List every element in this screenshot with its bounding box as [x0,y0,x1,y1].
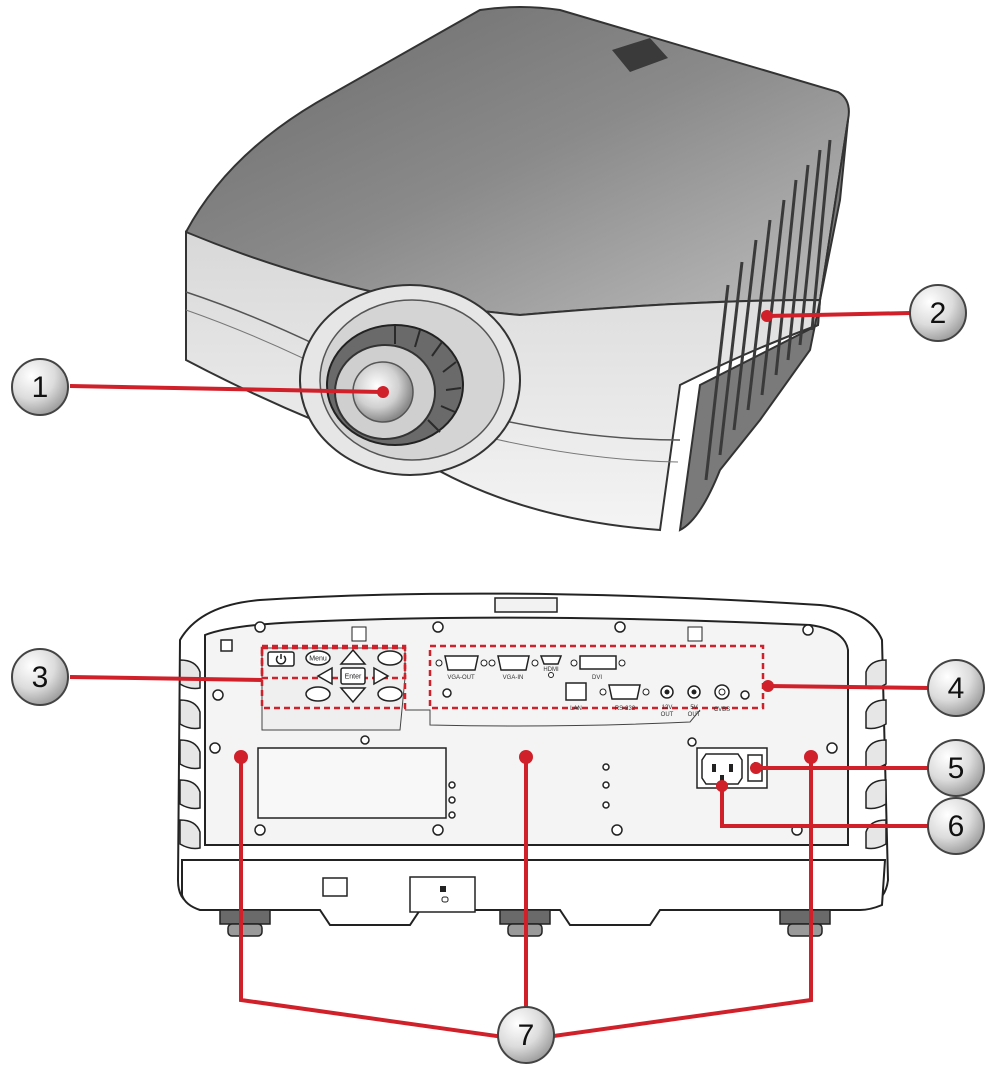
keypad-bottom-right-button[interactable] [377,686,403,702]
callout-4: 4 [927,659,985,717]
callout-5: 5 [927,739,985,797]
vga-in-label: VGA-IN [503,675,524,681]
callout-7: 7 [497,1006,555,1064]
arrow-right-icon[interactable] [373,666,390,686]
5v-out-port[interactable]: 5V OUT [687,685,701,718]
rs232-label: RS-232 [615,706,636,712]
keypad-dashed-highlight [260,644,407,710]
top-clip-right [687,626,703,642]
power-icon [275,654,287,665]
dvi-label: DVI [592,675,602,681]
callout-line-2 [766,311,911,318]
callout-3-label: 3 [32,661,49,694]
callout-4-label: 4 [948,672,965,705]
rear-base [181,859,887,926]
ac-power-inlet[interactable] [701,753,743,785]
12v-out-port[interactable]: 12V OUT [660,685,674,718]
focus-ring-ridges [394,326,462,433]
up-button[interactable] [339,648,367,665]
keypad-recess [261,647,406,731]
projector-front-view [185,6,850,532]
power-button[interactable] [267,651,295,667]
menu-button-label: Menu [309,656,327,663]
callout-3: 3 [11,648,69,706]
adjustable-foot-left[interactable] [219,909,271,937]
callout-endpoints [234,310,818,792]
right-ribs [865,659,887,850]
kensington-lock-icon [440,886,449,903]
callout-1-label: 1 [32,371,49,404]
keypad-bottom-left-button[interactable] [305,686,331,702]
callout-line-3 [69,675,263,682]
callout-line-1 [69,384,384,394]
exit-button[interactable] [377,650,403,666]
menu-button[interactable]: Menu [305,650,331,666]
rear-top-handle [494,597,558,613]
vga-out-port[interactable]: VGA-OUT [435,655,488,681]
callout-lines [69,311,931,1043]
5v-out-label-1: 5V [690,705,697,711]
hdmi-label: HDMI [543,667,559,673]
lan-port[interactable]: LAN [565,682,587,712]
callout-1: 1 [11,358,69,416]
io-panel-recess [405,709,701,727]
screws [209,621,838,836]
callout-2-label: 2 [930,297,947,330]
cvbs-label: CVBS [714,707,730,713]
projector-rear-view: Menu Enter VGA-OUT [176,592,890,937]
arrow-down-icon[interactable] [339,687,367,704]
top-logo-badge [612,38,668,72]
hdmi-port[interactable]: HDMI [539,655,563,678]
callout-7-label: 7 [518,1019,535,1052]
vga-out-label: VGA-OUT [447,675,475,681]
vga-in-port[interactable]: VGA-IN [488,655,539,681]
arrow-left-icon[interactable] [316,666,333,686]
top-clip-left [351,626,367,642]
callout-6-label: 6 [948,810,965,843]
lan-label: LAN [570,706,582,712]
callout-6: 6 [927,797,985,855]
12v-out-label-2: OUT [661,712,674,718]
adjustable-foot-right[interactable] [779,909,831,937]
callout-5-label: 5 [948,752,965,785]
side-vents [704,139,832,481]
rs232-port[interactable]: RS-232 [599,684,650,712]
arrow-up-icon [339,648,367,665]
cvbs-port[interactable]: CVBS [714,684,730,713]
callout-line-6 [720,785,928,828]
enter-button[interactable]: Enter [340,667,366,685]
left-ribs [179,659,201,850]
callout-line-4 [767,684,931,690]
rear-clip-bottom [322,877,348,897]
io-panel-dashed-highlight [428,644,765,710]
5v-out-label-2: OUT [688,712,701,718]
kensington-lock-slot [409,876,476,913]
dvi-port[interactable]: DVI [570,655,626,681]
panel-screw [442,688,452,698]
enter-button-label: Enter [345,674,362,681]
ir-sensor-window [220,639,233,652]
lamp-cover [257,747,447,819]
callout-2: 2 [909,284,967,342]
12v-out-label-1: 12V [662,705,673,711]
